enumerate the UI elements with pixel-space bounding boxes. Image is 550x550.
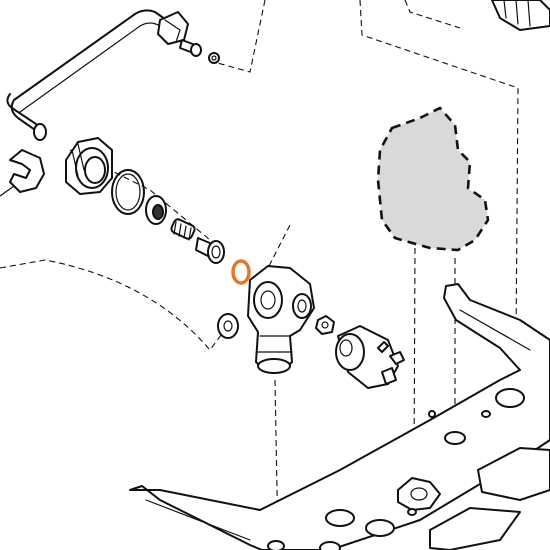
mounting-frame [129,283,550,550]
large-o-ring [111,169,145,215]
valve-housing-elbow [247,265,315,374]
pressure-sensor [335,325,405,389]
hidden-component-outline [376,106,490,252]
highlighted-o-ring [231,259,251,285]
threaded-connector-nut [65,137,113,195]
bypass-pipe [6,9,173,141]
sealing-washer [217,313,239,339]
spring [170,218,196,241]
screw-bolt [179,39,202,57]
pipe-clip [0,149,45,197]
valve-cartridge [195,237,225,264]
small-nut [315,315,335,335]
top-right-component [491,0,550,31]
small-washer [208,52,220,64]
filter-insert [145,195,167,225]
